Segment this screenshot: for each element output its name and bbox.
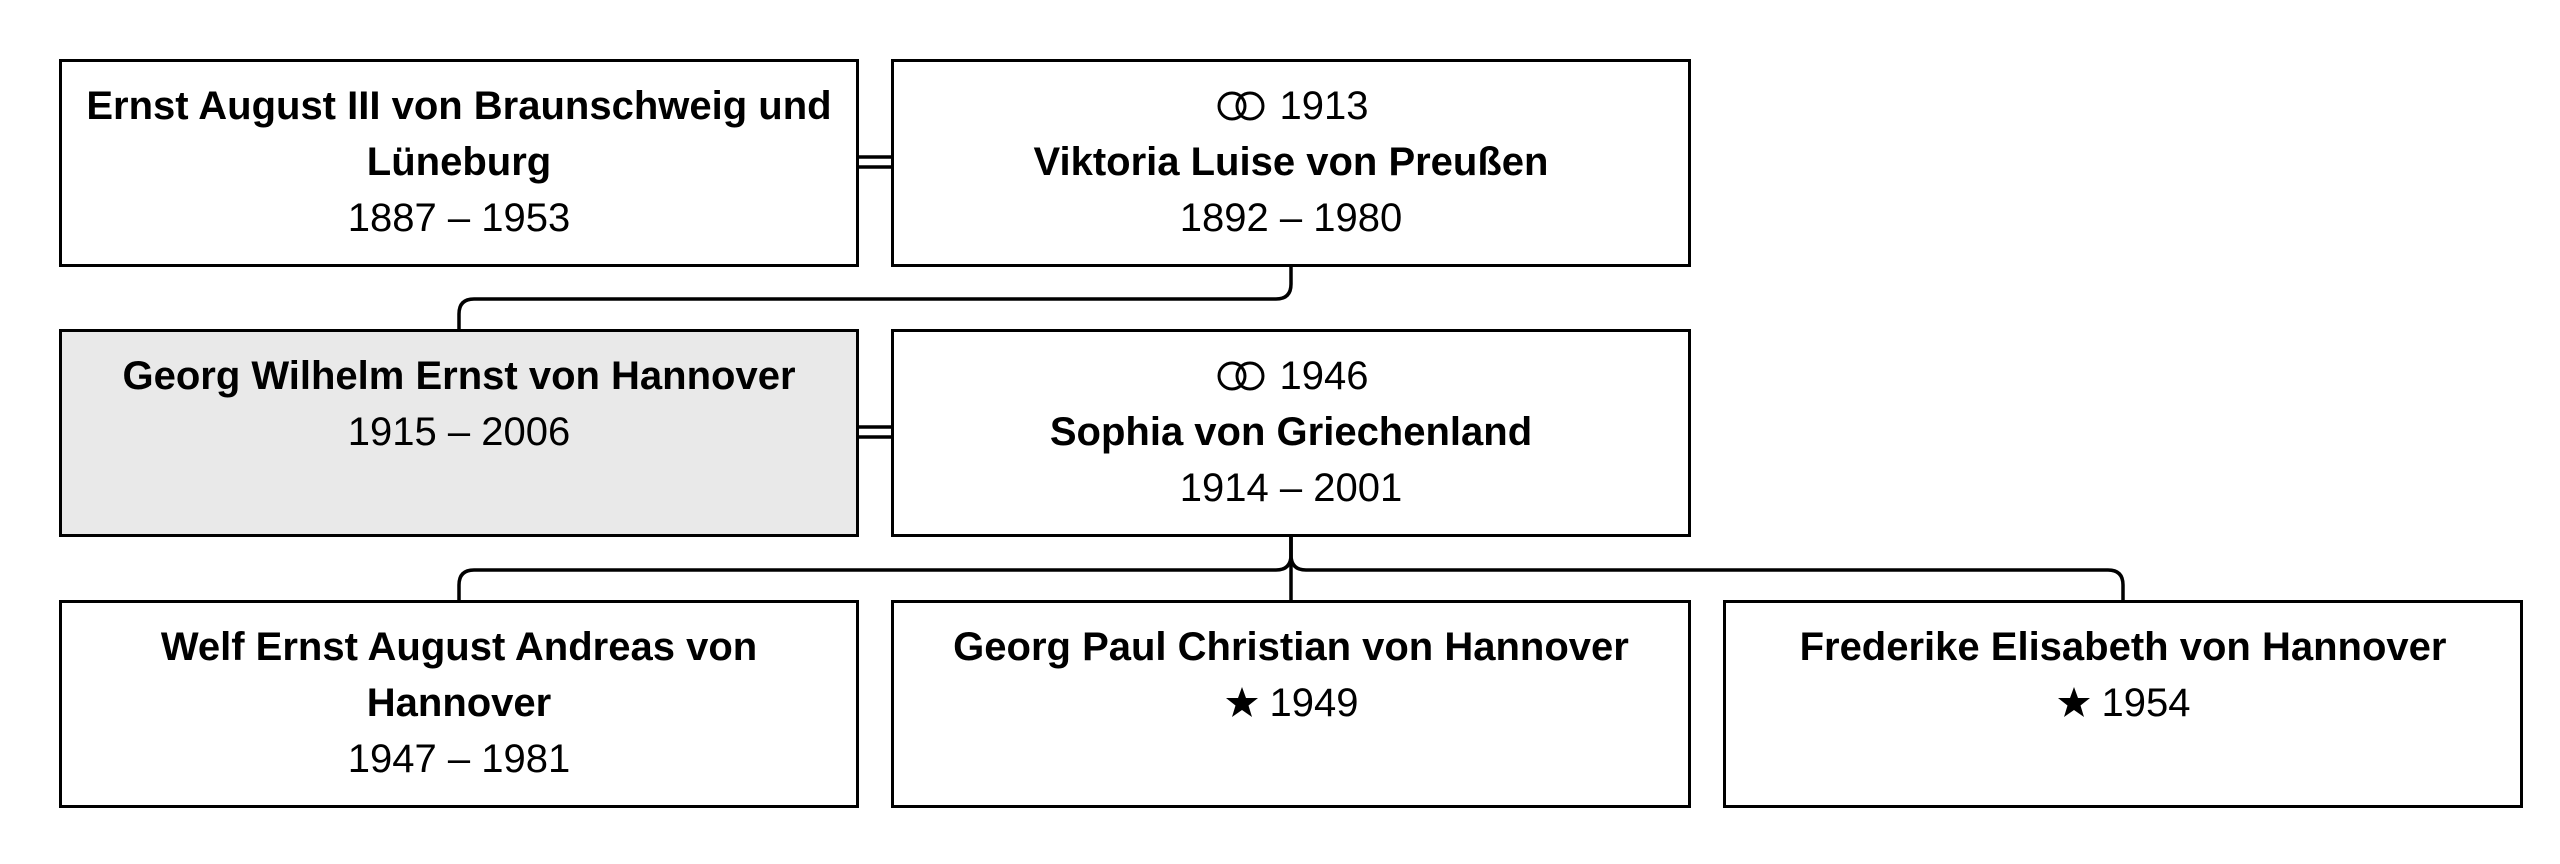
marriage-year: 1946 xyxy=(1279,354,1369,398)
person-name: Georg Paul Christian von Hannover xyxy=(953,625,1629,669)
birth-line: 1949 xyxy=(1224,675,1359,731)
person-box-sophia-von-griechenland: 1946 Sophia von Griechenland 1914 – 2001 xyxy=(891,329,1691,537)
birth-line: 1954 xyxy=(2056,675,2191,731)
person-box-welf-ernst-august-andreas: Welf Ernst August Andreas von Hannover 1… xyxy=(59,600,859,808)
person-name: Welf Ernst August Andreas von Hannover xyxy=(160,625,758,725)
star-icon xyxy=(2056,685,2092,721)
life-dates: 1887 – 1953 xyxy=(347,196,571,240)
star-icon xyxy=(1224,685,1260,721)
descent-connector-gen2-right xyxy=(1289,537,2125,600)
wedding-rings-icon xyxy=(1214,89,1270,123)
life-dates: 1947 – 1981 xyxy=(347,737,571,781)
marriage-year: 1913 xyxy=(1279,84,1369,128)
marriage-line: 1913 xyxy=(1214,78,1369,134)
person-box-georg-paul-christian: Georg Paul Christian von Hannover 1949 xyxy=(891,600,1691,808)
person-name: Ernst August III von Braunschweig und Lü… xyxy=(86,84,832,184)
person-box-viktoria-luise: 1913 Viktoria Luise von Preußen 1892 – 1… xyxy=(891,59,1691,267)
descent-connector-gen2-left xyxy=(457,537,1293,600)
marriage-line: 1946 xyxy=(1214,348,1369,404)
life-dates: 1915 – 2006 xyxy=(347,410,571,454)
person-name: Sophia von Griechenland xyxy=(1049,410,1533,454)
person-box-georg-wilhelm-ernst: Georg Wilhelm Ernst von Hannover 1915 – … xyxy=(59,329,859,537)
person-box-ernst-august-iii: Ernst August III von Braunschweig und Lü… xyxy=(59,59,859,267)
birth-year: 1954 xyxy=(2101,681,2191,725)
birth-year: 1949 xyxy=(1269,681,1359,725)
person-name: Frederike Elisabeth von Hannover xyxy=(1799,625,2447,669)
descent-connector-gen1 xyxy=(457,267,1293,329)
life-dates: 1914 – 2001 xyxy=(1179,466,1403,510)
person-box-frederike-elisabeth: Frederike Elisabeth von Hannover 1954 xyxy=(1723,600,2523,808)
life-dates: 1892 – 1980 xyxy=(1179,196,1403,240)
person-name: Georg Wilhelm Ernst von Hannover xyxy=(122,354,796,398)
person-name: Viktoria Luise von Preußen xyxy=(1033,140,1549,184)
wedding-rings-icon xyxy=(1214,359,1270,393)
